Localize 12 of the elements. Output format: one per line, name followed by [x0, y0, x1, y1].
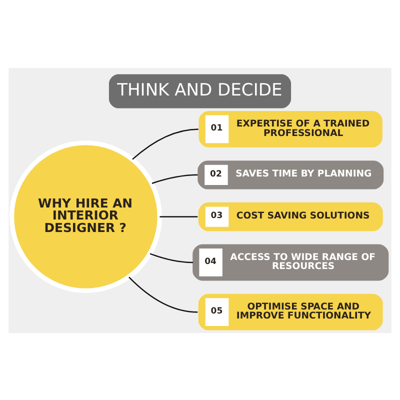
connector	[160, 216, 198, 217]
node-box: 03 COST SAVING SOLUTIONS	[198, 202, 383, 231]
node-circle: WHY HIRE AN INTERIOR DESIGNER ?	[9, 140, 162, 293]
node-box: 01 EXPERTISE OF A TRAINED PROFESSIONAL	[198, 110, 382, 147]
node-box: 02 SAVES TIME BY PLANNING	[198, 160, 384, 189]
node-box: 04 ACCESS TO WIDE RANGE OF RESOURCES	[192, 244, 389, 280]
connector	[150, 252, 193, 263]
diagram-title: THINK AND DECIDE	[117, 80, 282, 100]
connector	[128, 276, 198, 312]
connector	[132, 128, 198, 160]
connector	[152, 174, 198, 184]
node-box: 05 OPTIMISE SPACE AND IMPROVE FUNCTIONALITY	[198, 293, 383, 330]
